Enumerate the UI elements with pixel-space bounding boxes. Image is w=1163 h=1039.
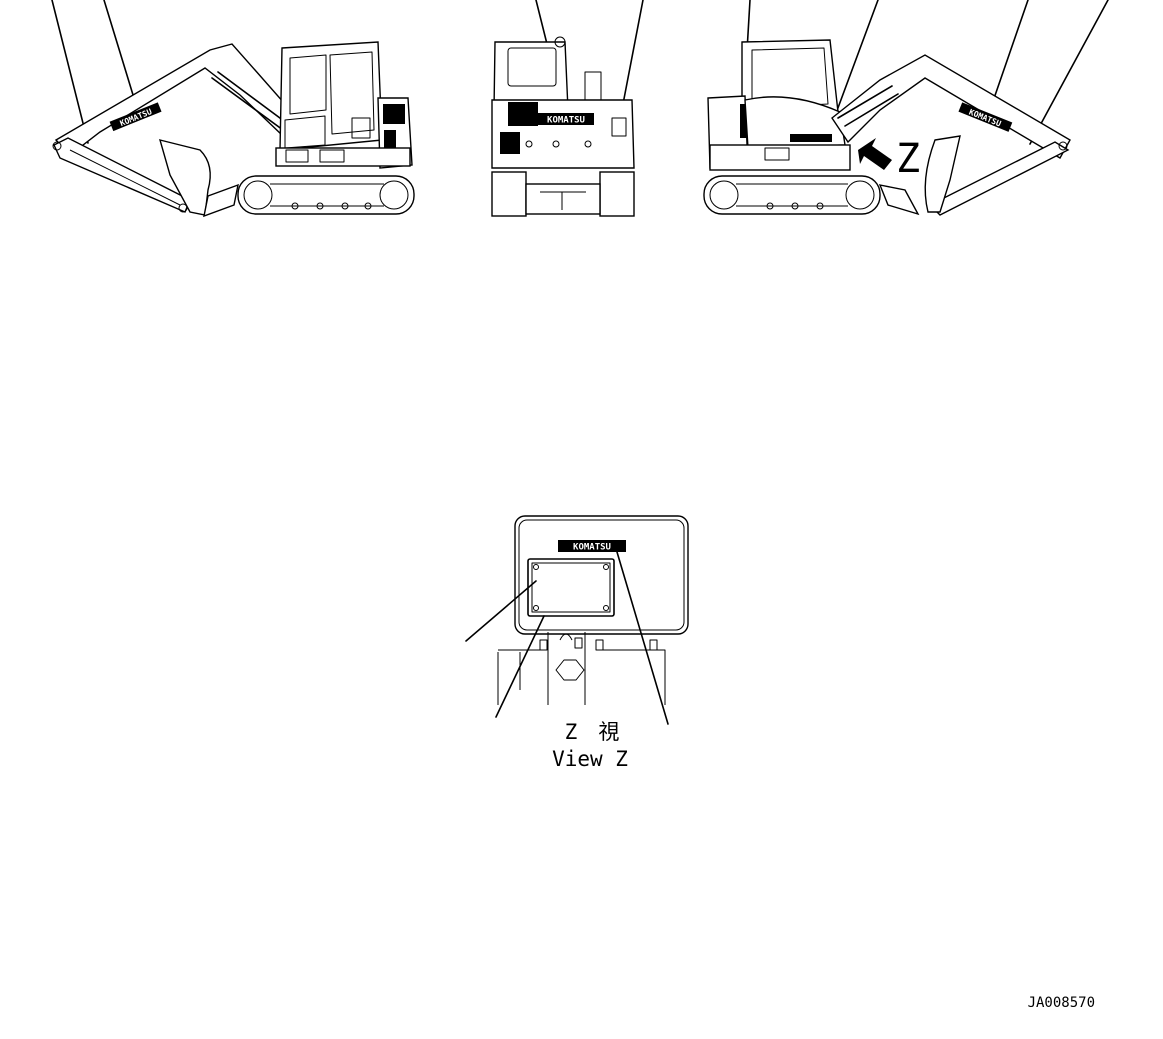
view-caption-english: View Z [552,747,628,771]
callout-leader [1029,0,1109,145]
view-marker: Z [896,136,920,182]
rear-view: KOMATSU [491,0,644,217]
view-caption-japanese: Z 視 [565,720,620,744]
track [237,175,415,215]
right-side-view: KOMATSU Z [703,0,1109,216]
callout-leader [989,0,1029,111]
view-z-decal-text: KOMATSU [573,543,611,553]
rear-decal: KOMATSU [538,113,594,126]
callout-leader [103,0,138,109]
plate [527,558,615,617]
callout-leader [51,0,89,144]
boom [54,43,293,156]
view-arrow-icon [858,138,892,170]
cab-side-decal [790,134,832,142]
view-z-detail: KOMATSU Z 視 View Z [465,515,689,771]
callout-leader [616,551,669,725]
left-side-view: KOMATSU [51,0,415,218]
callout-leader [622,0,644,105]
boom [831,54,1071,159]
drawing-code: JA008570 [1028,995,1095,1011]
callout-leader [831,0,879,125]
bucket [924,135,961,213]
view-z-decal: KOMATSU [558,540,626,553]
callout-leader [465,580,537,642]
bucket [158,139,211,216]
track [703,175,881,215]
rear-grille [508,102,538,126]
rear-decal-text: KOMATSU [547,116,585,126]
engine-grille [383,104,405,148]
callout-leader [495,615,545,718]
